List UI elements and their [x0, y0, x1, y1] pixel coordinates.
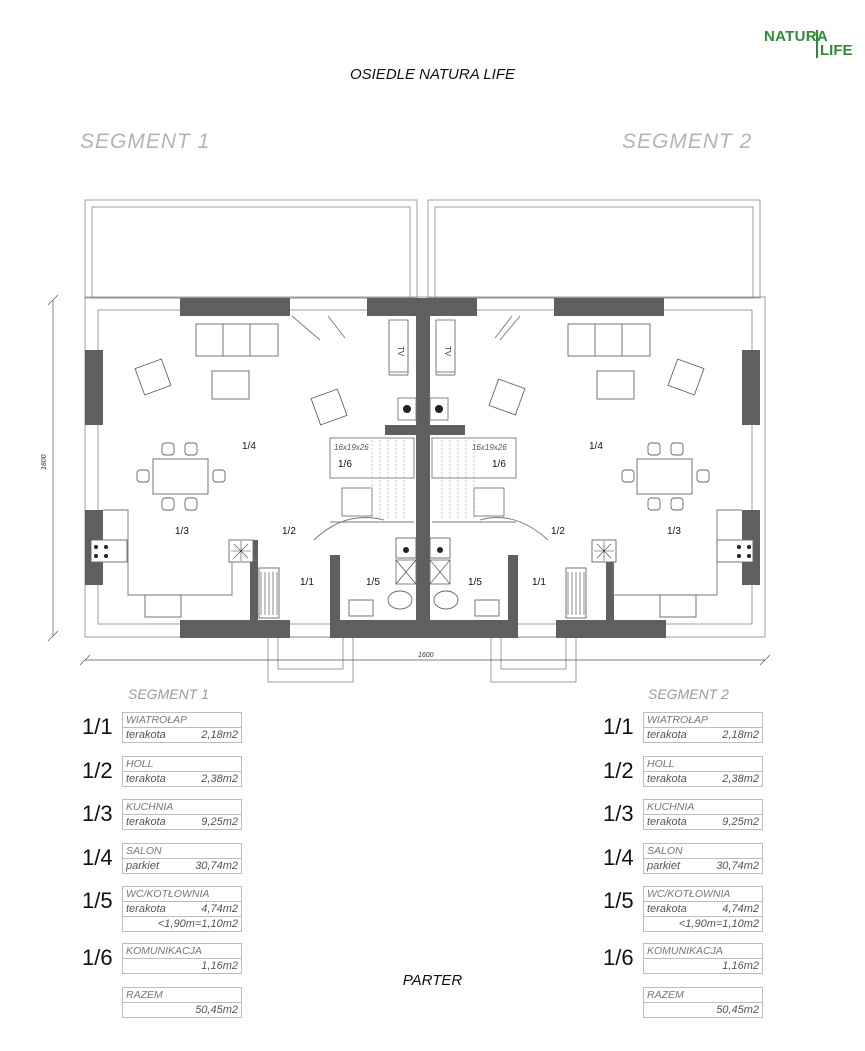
legend-room-area: 2,38m2 [201, 773, 238, 785]
walls [85, 298, 760, 638]
legend-room-number: 1/4 [82, 845, 113, 870]
legend-room-name: HOLL [126, 758, 154, 770]
legend-room-number: 1/6 [603, 945, 634, 970]
legend-room-box: KOMUNIKACJA 1,16m2 [643, 943, 763, 974]
legend-room-extra: <1,90m=1,10m2 [157, 918, 238, 930]
legend-room-name: KUCHNIA [647, 801, 695, 813]
legend-total-label: RAZEM [647, 989, 684, 1001]
legend-room-box: WC/KOTŁOWNIA terakota 4,74m2 <1,90m=1,10m2 [643, 886, 763, 932]
legend-room-box: WC/KOTŁOWNIA terakota 4,74m2 <1,90m=1,10m2 [122, 886, 242, 932]
legend-room-material: terakota [647, 816, 687, 828]
fridge-label-right: TV [443, 346, 452, 357]
fridge-label-left: TV [396, 346, 405, 357]
legend-room-material: terakota [126, 816, 166, 828]
legend-room-number: 1/2 [82, 758, 113, 783]
legend-room-number: 1/3 [603, 801, 634, 826]
legend-room-area: 1,16m2 [201, 960, 238, 972]
legend-room-name: WC/KOTŁOWNIA [647, 888, 731, 900]
legend-room-box: KUCHNIA terakota 9,25m2 [122, 799, 242, 830]
segment-2-label: SEGMENT 2 [622, 130, 753, 153]
natura-life-logo: NATURA LIFE [764, 24, 853, 62]
legend-room-box: SALON parkiet 30,74m2 [643, 843, 763, 874]
legend-room-number: 1/5 [82, 888, 113, 913]
plan-label-1-2-left: 1/2 [282, 526, 296, 537]
legend-room-area: 30,74m2 [716, 860, 759, 872]
legend-total-box: RAZEM 50,45m2 [643, 987, 763, 1018]
legend-room-area: 4,74m2 [722, 903, 759, 915]
legend-room-box: HOLL terakota 2,38m2 [122, 756, 242, 787]
legend-room-material: terakota [647, 903, 687, 915]
legend-room-name: KOMUNIKACJA [126, 945, 202, 957]
plan-label-1-3-left: 1/3 [175, 526, 189, 537]
plan-label-1-4-left: 1/4 [242, 441, 256, 452]
legend-room-area: 4,74m2 [201, 903, 238, 915]
legend-room-number: 1/4 [603, 845, 634, 870]
stairs-label-left: 16x19x26 [334, 443, 369, 452]
legend-total-area: 50,45m2 [195, 1004, 238, 1016]
legend-room-name: HOLL [647, 758, 675, 770]
legend-total-label: RAZEM [126, 989, 163, 1001]
legend-room-number: 1/1 [82, 714, 113, 739]
legend-room-area: 2,18m2 [201, 729, 238, 741]
legend-room-number: 1/5 [603, 888, 634, 913]
legend-room-area: 9,25m2 [201, 816, 238, 828]
legend-room-material: terakota [647, 773, 687, 785]
legend-segment-1: 1/1 WIATROŁAP terakota 2,18m2 1/2 HOLL terakot… [82, 712, 252, 1022]
plan-label-1-4-right: 1/4 [589, 441, 603, 452]
legend-segment-2: 1/1 WIATROŁAP terakota 2,18m2 1/2 HOLL terakot… [603, 712, 773, 1022]
legend-room-number: 1/1 [603, 714, 634, 739]
legend-room-box: KUCHNIA terakota 9,25m2 [643, 799, 763, 830]
legend-room-area: 1,16m2 [722, 960, 759, 972]
segment-1-label: SEGMENT 1 [80, 130, 211, 153]
legend-room-box: HOLL terakota 2,38m2 [643, 756, 763, 787]
logo-line-2: LIFE [820, 42, 853, 59]
legend-room-name: KUCHNIA [126, 801, 174, 813]
dimension-height: 1800 [41, 454, 48, 470]
legend-room-material: terakota [126, 729, 166, 741]
legend-room-box: WIATROŁAP terakota 2,18m2 [122, 712, 242, 743]
legend-room-area: 2,18m2 [722, 729, 759, 741]
legend-room-number: 1/2 [603, 758, 634, 783]
logo-divider [816, 30, 818, 58]
floor-plan: 1800 1600 TV TV 16x19x26 16x19x26 1/4 1/… [41, 199, 771, 683]
plan-label-1-6-left: 1/6 [338, 459, 352, 470]
legend-room-number: 1/3 [82, 801, 113, 826]
plan-label-1-1-right: 1/1 [532, 577, 546, 588]
legend-room-number: 1/6 [82, 945, 113, 970]
page-title: OSIEDLE NATURA LIFE [349, 66, 516, 83]
legend-segment-2-title: SEGMENT 2 [648, 686, 729, 702]
legend-room-area: 2,38m2 [722, 773, 759, 785]
legend-room-name: WC/KOTŁOWNIA [126, 888, 210, 900]
legend-room-material: parkiet [126, 860, 160, 872]
legend-room-material: parkiet [647, 860, 681, 872]
plan-label-1-2-right: 1/2 [551, 526, 565, 537]
legend-room-box: KOMUNIKACJA 1,16m2 [122, 943, 242, 974]
plan-label-1-5-right: 1/5 [468, 577, 482, 588]
logo-line-1: NATURA [764, 28, 829, 45]
legend-room-name: WIATROŁAP [647, 714, 709, 726]
legend-room-box: WIATROŁAP terakota 2,18m2 [643, 712, 763, 743]
floor-label: PARTER [402, 972, 463, 989]
plan-label-1-1-left: 1/1 [300, 577, 314, 588]
legend-room-name: WIATROŁAP [126, 714, 188, 726]
legend-room-material: terakota [647, 729, 687, 741]
plan-label-1-3-right: 1/3 [667, 526, 681, 537]
dimension-width: 1600 [418, 652, 434, 659]
legend-room-material: terakota [126, 773, 166, 785]
legend-room-name: SALON [647, 845, 683, 857]
plan-label-1-5-left: 1/5 [366, 577, 380, 588]
legend-room-box: SALON parkiet 30,74m2 [122, 843, 242, 874]
stairs-label-right: 16x19x26 [472, 443, 507, 452]
legend-room-name: SALON [126, 845, 162, 857]
legend-room-area: 30,74m2 [195, 860, 238, 872]
plan-label-1-6-right: 1/6 [492, 459, 506, 470]
legend-total-box: RAZEM 50,45m2 [122, 987, 242, 1018]
legend-segment-1-title: SEGMENT 1 [128, 686, 209, 702]
legend-room-name: KOMUNIKACJA [647, 945, 723, 957]
legend-room-material: terakota [126, 903, 166, 915]
legend-room-area: 9,25m2 [722, 816, 759, 828]
legend-room-extra: <1,90m=1,10m2 [678, 918, 759, 930]
legend-total-area: 50,45m2 [716, 1004, 759, 1016]
